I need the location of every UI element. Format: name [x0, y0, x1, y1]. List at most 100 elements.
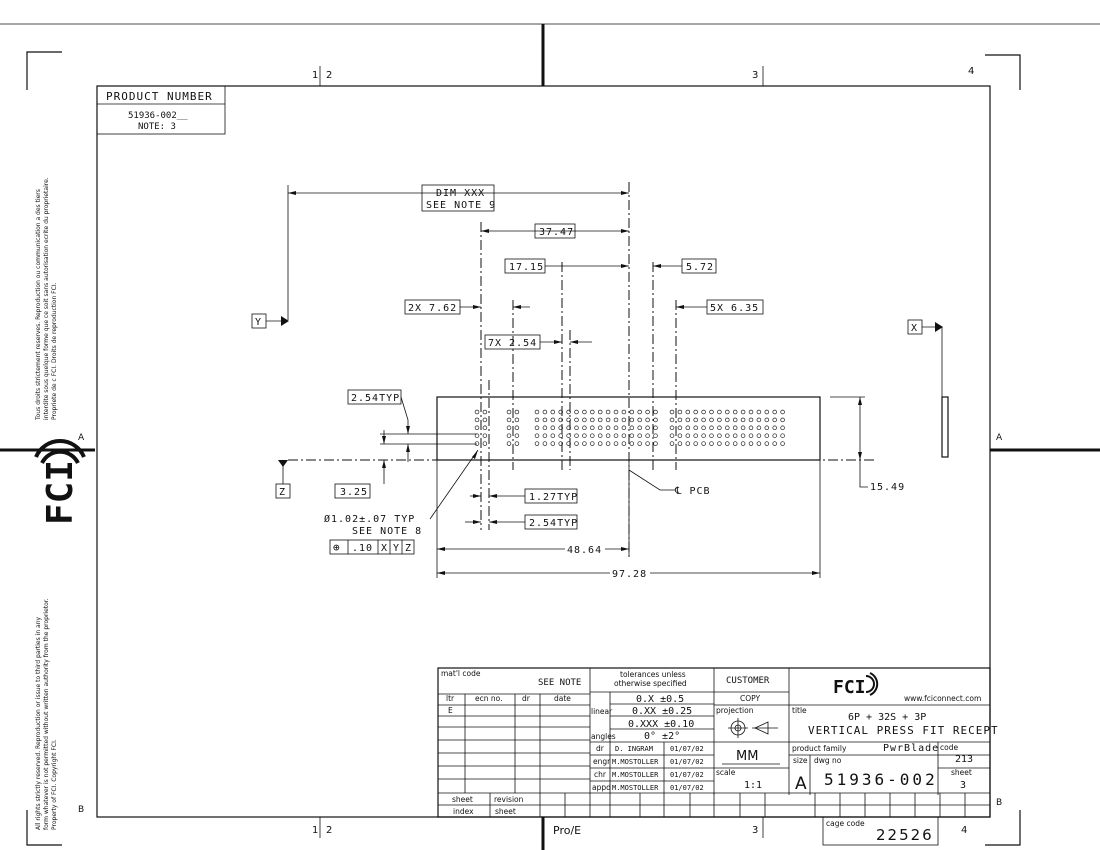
pin-hole	[709, 409, 714, 415]
pin-hole	[605, 425, 611, 431]
pin-hole	[740, 417, 746, 423]
row-name-0: D. INGRAM	[615, 745, 653, 753]
pin-hole	[645, 433, 650, 438]
pin-hole	[542, 425, 548, 431]
pin-hole	[597, 433, 603, 438]
pin-hole	[629, 409, 635, 415]
pin-hole	[629, 425, 635, 431]
dim-5-72: 5.72	[686, 262, 714, 273]
pin-hole	[685, 409, 691, 415]
small-logo-text: FCI	[833, 677, 866, 698]
pin-hole	[574, 409, 579, 415]
pin-hole	[748, 409, 754, 415]
connector-side-view	[941, 396, 949, 458]
pin-hole	[482, 441, 488, 446]
dim-48-64: 48.64	[567, 545, 602, 556]
pin-hole	[558, 433, 563, 438]
pin-hole	[653, 417, 658, 423]
product-number-value: 51936-002__	[128, 111, 188, 121]
pin-hole	[574, 425, 579, 431]
zone-bottom-2: 2	[326, 825, 332, 836]
zone-labels: 1 2 3 4 1 2 3 4 A A B B	[78, 66, 1003, 836]
pin-hole	[590, 409, 595, 415]
product-family-label: product family	[792, 744, 847, 753]
pin-hole	[590, 417, 595, 423]
english-line-3: Property of FCI. Copyright FCI.	[51, 739, 58, 830]
see-note-8-label: SEE NOTE 8	[352, 526, 422, 537]
pin-hole	[701, 409, 706, 415]
tol-datum-x: X	[381, 543, 388, 554]
pin-hole	[717, 425, 722, 431]
pin-hole	[550, 425, 556, 431]
units-label: MM	[736, 749, 758, 764]
pin-hole	[748, 441, 754, 446]
row-name-1: M.MOSTOLLER	[612, 758, 659, 766]
english-rights-text: All rights strictly reserved. Reproducti…	[35, 598, 58, 830]
pin-hole	[685, 441, 691, 446]
dim-2-54typ: 2.54TYP	[351, 393, 400, 404]
pin-hole	[756, 433, 762, 438]
dimension-labels: DIM XXX SEE NOTE 9 37.47 17.15 5.72 2X 7…	[251, 184, 923, 580]
date-head: date	[554, 694, 571, 703]
pin-hole	[669, 441, 675, 446]
tol-datum-y: Y	[393, 543, 400, 554]
tolerances-line-2: otherwise specified	[614, 679, 687, 688]
website: www.fciconnect.com	[904, 694, 981, 703]
pin-hole	[709, 425, 714, 431]
row-date-0: 01/07/02	[670, 745, 704, 753]
pin-hole	[772, 409, 777, 415]
pin-hole	[764, 425, 770, 431]
pin-hole	[772, 417, 777, 423]
pin-hole	[590, 425, 595, 431]
sheet-value: 3	[960, 780, 966, 791]
sheet-label: sheet	[951, 768, 972, 777]
pin-hole	[474, 417, 480, 423]
pin-hole	[653, 441, 658, 446]
pin-hole	[701, 441, 706, 446]
scale-value: 1:1	[744, 780, 762, 791]
pin-hole	[780, 417, 785, 423]
code-label: code	[940, 743, 958, 752]
sheet-b-label: sheet	[495, 807, 516, 816]
zone-top-1: 1	[312, 70, 318, 81]
angles-label: angles	[591, 732, 616, 741]
pin-hole	[772, 433, 777, 438]
pin-hole	[780, 441, 785, 446]
pin-hole	[701, 417, 706, 423]
size-label: size	[793, 756, 808, 765]
pin-hole	[506, 433, 512, 438]
zone-left-b: B	[78, 805, 84, 815]
tol-3: 0.XXX ±0.10	[628, 719, 694, 730]
french-rights-text: Tous droits strictement reserves. Reprod…	[35, 177, 58, 421]
pin-hole	[629, 433, 635, 438]
pin-hole	[780, 425, 785, 431]
pin-hole	[701, 425, 706, 431]
pin-hole	[693, 425, 698, 431]
pin-hole	[613, 441, 619, 446]
zone-left-a: A	[78, 433, 85, 443]
pin-hole	[677, 425, 683, 431]
pin-hole	[717, 417, 722, 423]
french-line-1: Tous droits strictement reserves. Reprod…	[35, 189, 42, 421]
pin-hole	[613, 417, 619, 423]
pin-hole	[506, 409, 512, 415]
pin-hole	[645, 409, 650, 415]
centerlines	[287, 182, 875, 578]
pin-hole	[725, 417, 730, 423]
dim-97-28: 97.28	[612, 569, 647, 580]
pin-hole	[590, 441, 595, 446]
tol-datum-z: Z	[405, 543, 412, 554]
pin-hole	[514, 441, 520, 446]
pin-hole	[637, 433, 642, 438]
pin-hole	[637, 441, 642, 446]
projection-symbol-icon	[728, 718, 778, 738]
customer-label: CUSTOMER	[726, 676, 770, 686]
pin-hole	[756, 409, 762, 415]
cage-code-value: 22526	[876, 826, 934, 844]
row-date-1: 01/07/02	[670, 758, 704, 766]
pin-hole	[621, 417, 627, 423]
pin-hole	[709, 417, 714, 423]
row-role-0: dr	[596, 744, 605, 753]
pin-hole	[780, 433, 785, 438]
pin-hole	[574, 441, 579, 446]
